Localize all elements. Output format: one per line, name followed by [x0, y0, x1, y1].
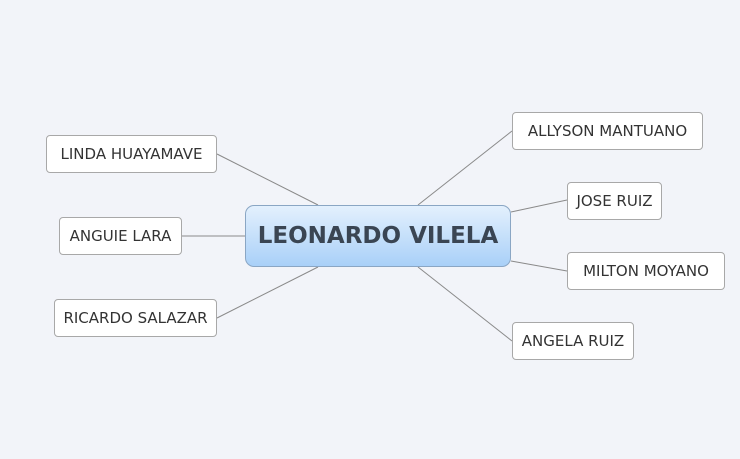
topic-ricardo-salazar[interactable]: RICARDO SALAZAR	[54, 299, 217, 337]
connector	[216, 266, 319, 319]
connector	[216, 153, 319, 206]
topic-angela-ruiz[interactable]: ANGELA RUIZ	[512, 322, 634, 360]
topic-jose-ruiz[interactable]: JOSE RUIZ	[567, 182, 662, 220]
central-topic[interactable]: LEONARDO VILELA	[245, 205, 511, 267]
topic-anguie-lara[interactable]: ANGUIE LARA	[59, 217, 182, 255]
connector	[417, 266, 513, 342]
topic-allyson-mantuano[interactable]: ALLYSON MANTUANO	[512, 112, 703, 150]
connector	[510, 260, 568, 272]
connector	[510, 199, 568, 213]
connector	[417, 130, 513, 206]
topic-milton-moyano[interactable]: MILTON MOYANO	[567, 252, 725, 290]
topic-linda-huayamave[interactable]: LINDA HUAYAMAVE	[46, 135, 217, 173]
